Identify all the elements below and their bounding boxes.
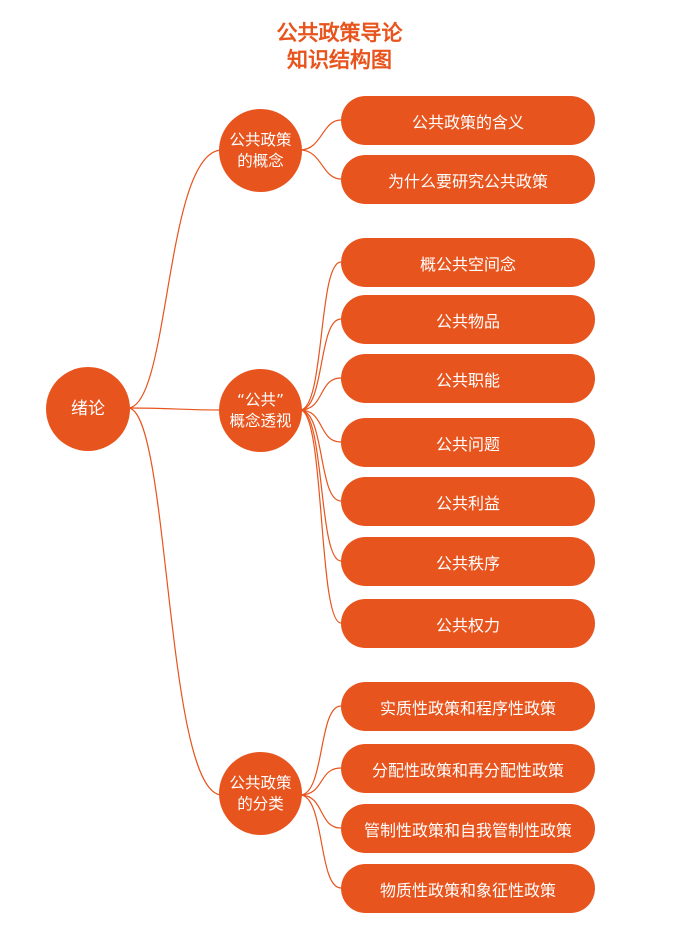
branch-node-label-line1: 公共政策 xyxy=(229,130,292,149)
diagram-title-line1: 公共政策导论 xyxy=(276,21,403,45)
branch-node-label-line2: 概念透视 xyxy=(229,411,292,430)
leaf-node[interactable]: 概公共空间念 xyxy=(341,238,595,287)
leaf-node[interactable]: 分配性政策和再分配性政策 xyxy=(341,744,595,793)
leaf-node[interactable]: 公共利益 xyxy=(341,477,595,526)
connector-b3-item4 xyxy=(299,794,342,889)
leaf-node[interactable]: 管制性政策和自我管制性政策 xyxy=(341,804,595,853)
connector-b2-item6 xyxy=(299,409,342,562)
connector-b3-item3 xyxy=(299,794,342,829)
connector-b2-item4 xyxy=(299,409,342,443)
branch-node-public-perspective[interactable]: “公共” 概念透视 xyxy=(219,369,302,452)
diagram-title-line2: 知识结构图 xyxy=(287,48,392,72)
branch-node-classification[interactable]: 公共政策 的分类 xyxy=(219,752,302,835)
branch-node-label-line1: “公共” xyxy=(236,390,285,409)
connector-b2-item2 xyxy=(299,318,342,411)
connector-b2-item5 xyxy=(299,409,342,502)
branch-node-label-line2: 的分类 xyxy=(237,794,284,813)
connector-b2-item3 xyxy=(299,377,342,411)
connector-b3-item2 xyxy=(299,767,342,796)
connector-b2-item7 xyxy=(299,409,342,624)
root-node[interactable]: 绪论 xyxy=(46,367,130,451)
leaf-node[interactable]: 物质性政策和象征性政策 xyxy=(341,864,595,913)
leaf-node[interactable]: 公共职能 xyxy=(341,354,595,403)
connector-root-to-branch-1 xyxy=(127,149,223,409)
connector-root-to-branch-2 xyxy=(127,407,223,411)
root-node-label: 绪论 xyxy=(71,398,105,419)
leaf-node[interactable]: 公共秩序 xyxy=(341,537,595,586)
connector-b1-item2 xyxy=(299,149,342,180)
leaf-node[interactable]: 公共权力 xyxy=(341,599,595,648)
leaf-node[interactable]: 公共政策的含义 xyxy=(341,96,595,145)
branch-node-concept[interactable]: 公共政策 的概念 xyxy=(219,109,302,192)
connector-b1-item1 xyxy=(299,119,342,151)
branch-node-label-line1: 公共政策 xyxy=(229,773,292,792)
leaf-node[interactable]: 为什么要研究公共政策 xyxy=(341,155,595,204)
leaf-node[interactable]: 实质性政策和程序性政策 xyxy=(341,682,595,731)
connector-root-to-branch-3 xyxy=(127,407,223,796)
connector-b2-item1 xyxy=(299,261,342,411)
leaf-node[interactable]: 公共问题 xyxy=(341,418,595,467)
connector-b3-item1 xyxy=(299,705,342,796)
leaf-node[interactable]: 公共物品 xyxy=(341,295,595,344)
branch-node-label-line2: 的概念 xyxy=(237,151,284,170)
